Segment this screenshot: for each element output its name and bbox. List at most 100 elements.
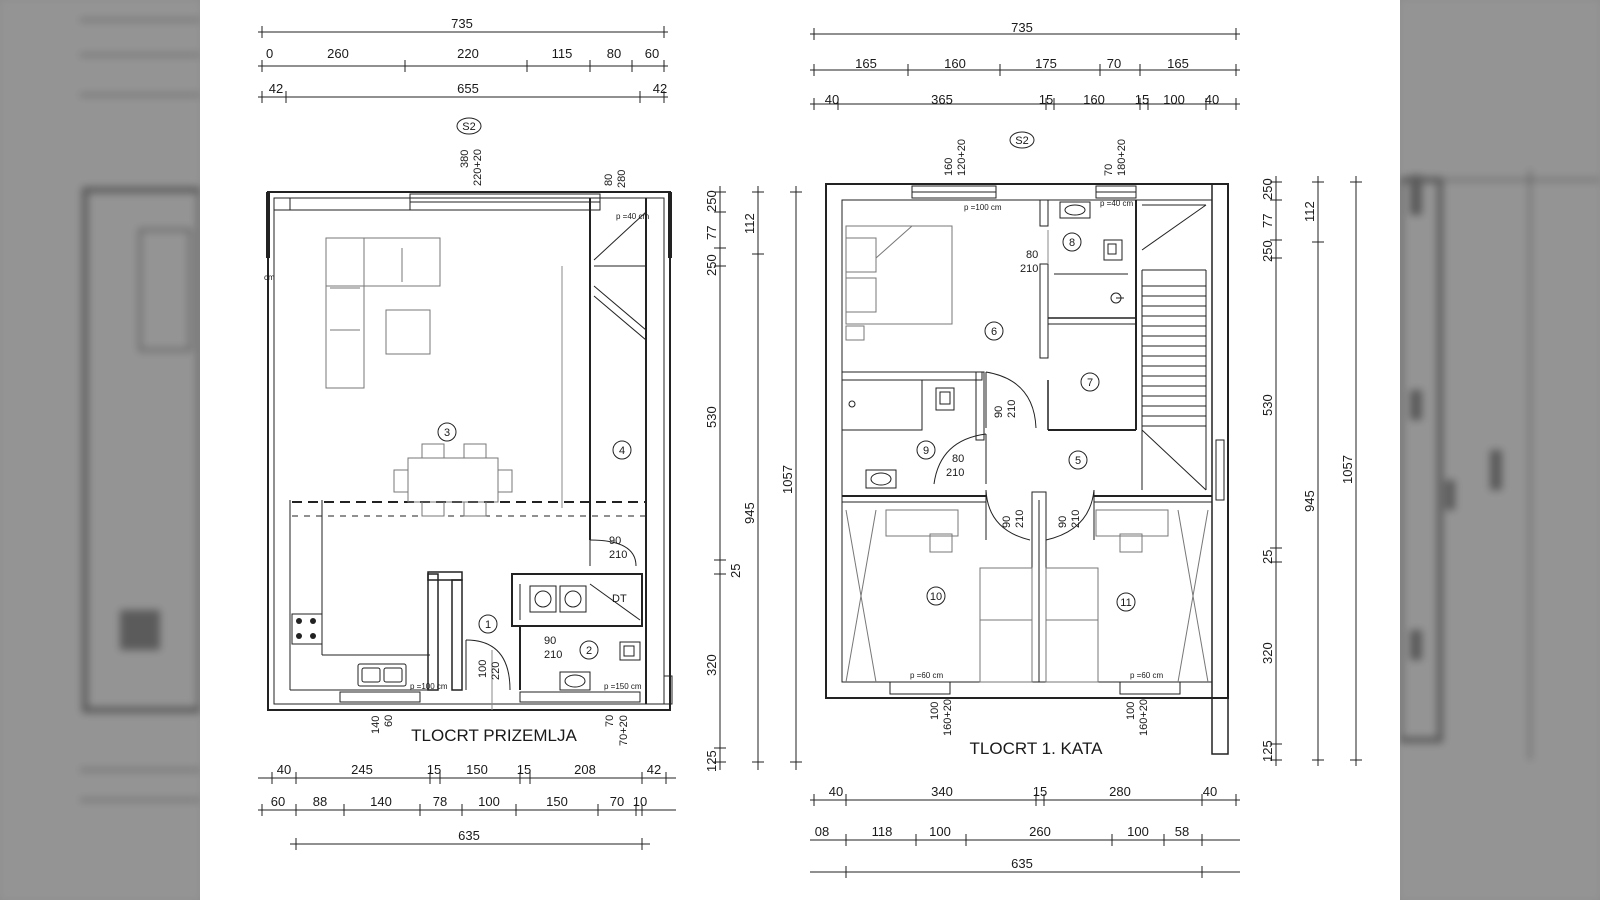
first-toilet-icon [1103,239,1123,261]
first-d8-b: 210 [1020,263,1038,275]
ground-door-ent-b: 220 [490,662,502,680]
ground-top-mid-3: 115 [552,46,573,61]
ground-bottom-b-0: 60 [271,794,285,809]
middle-vertical-dimensions [714,186,802,770]
first-win-d: 180+20 [1116,139,1128,176]
ground-door-stair-b: 210 [609,549,627,561]
ground-sofa [325,237,441,389]
first-bottom-b-5: 58 [1175,824,1189,839]
vr-outer-2: 1057 [1340,455,1355,484]
ground-top-mid-5: 60 [645,46,659,61]
first-bathtub-icon [848,400,856,408]
first-basin-icon [1059,201,1091,219]
first-bottom-b-1: 118 [872,824,893,839]
ground-bottom-b-2: 140 [370,794,392,809]
first-top-inner-0: 40 [825,92,839,107]
ground-bottom-a-0: 40 [277,762,291,777]
first-d9v-a: 90 [993,406,1005,418]
first-double-bed [845,225,953,341]
ground-bottom-dimensions [258,772,676,850]
ground-bottom-total: 635 [458,828,480,843]
ground-dining-table [393,443,513,517]
ground-door-stair-a: 90 [609,535,621,547]
first-top-mid-1: 160 [944,56,966,71]
ground-sink-icon [357,663,407,687]
ground-top-inner-0: 42 [269,81,283,96]
first-win-a: 160 [943,158,955,176]
ground-doors [465,539,637,710]
first-basin-9-icon [865,469,897,489]
first-bottom-dimensions [810,794,1240,878]
ground-walls [266,191,673,711]
first-floor-plan: 735 165 160 175 70 165 40 365 15 160 15 … [810,20,1362,878]
ground-win-top-c: 80 [603,174,615,186]
ground-top-mid-1: 260 [327,46,349,61]
right-vertical-dimensions [1270,176,1362,766]
ground-toilet-icon [619,641,641,661]
first-bottom-b-0: 08 [815,824,829,839]
ground-section-marker [456,117,482,135]
vr-chain-6: 125 [1260,740,1275,762]
ground-top-mid-4: 80 [607,46,621,61]
first-wc-9-icon [935,387,955,411]
first-d8-a: 80 [1026,249,1038,261]
first-room-9: 9 [923,445,929,457]
first-top-total: 735 [1011,20,1033,35]
ground-bottom-a-1: 245 [351,762,373,777]
first-top-mid-0: 165 [855,56,877,71]
first-top-inner-1: 365 [931,92,953,107]
first-doors [933,230,1095,541]
first-top-dimensions [810,28,1240,110]
ground-door-bath-a: 90 [544,635,556,647]
ground-floor-plan: 735 0 260 220 115 80 60 42 655 42 S2 [258,16,802,850]
vr-chain-2: 250 [1260,240,1275,262]
vl-chain-2: 250 [704,254,719,276]
first-bottom-a-0: 40 [829,784,843,799]
first-bottom-a-3: 280 [1109,784,1131,799]
vr-chain-4: 25 [1260,550,1275,564]
first-d10-b: 210 [1014,510,1026,528]
first-top-inner-2: 15 [1039,92,1053,107]
ground-dt-label: DT [612,593,627,605]
vl-chain-0: 250 [704,190,719,212]
first-room-markers [916,232,1136,612]
first-top-mid-2: 175 [1035,56,1057,71]
blurred-background-right [1400,0,1600,900]
first-top-mid-3: 70 [1107,56,1121,71]
first-room-7: 7 [1087,377,1093,389]
first-stair-treads [1141,270,1207,490]
vl-chain-3: 530 [704,406,719,428]
ground-plan-title: TLOCRT PRIZEMLJA [411,726,577,745]
first-w10-a: 100 [929,702,941,720]
vr-chain-3: 530 [1260,394,1275,416]
ground-room-3: 3 [444,427,450,439]
first-d9-b: 210 [946,467,964,479]
first-w11-b: 160+20 [1138,699,1150,736]
first-bottom-b-2: 100 [929,824,951,839]
first-d9-a: 80 [952,453,964,465]
vl-chain-6: 125 [704,750,719,772]
first-p-wc: p =40 cm [1100,199,1133,208]
ground-bottom-b-1: 88 [313,794,327,809]
ground-win-top-b: 220+20 [472,149,484,186]
first-bottom-a-1: 340 [931,784,953,799]
first-win-c: 70 [1103,164,1115,176]
ground-room-2: 2 [586,645,592,657]
vr-chain-0: 250 [1260,178,1275,200]
ground-win-top-a: 380 [459,150,471,168]
first-bottom-total: 635 [1011,856,1033,871]
ground-basin-icon [559,671,591,691]
vr-chain-5: 320 [1260,642,1275,664]
first-w11-a: 100 [1125,702,1137,720]
ground-win-top-d: 280 [616,170,628,188]
ground-bath-b: 70+20 [618,715,630,746]
first-room-11: 11 [1120,597,1131,609]
first-d10-a: 90 [1001,516,1013,528]
first-p10: p =60 cm [910,671,943,680]
ground-kit-b: 60 [383,715,395,727]
vr-outer-0: 112 [1302,201,1317,222]
ground-bottom-b-6: 70 [610,794,624,809]
ground-p-top: p =40 cm [616,212,649,221]
ground-cm: cm [264,273,275,282]
first-p-bed: p =100 cm [964,203,1002,212]
